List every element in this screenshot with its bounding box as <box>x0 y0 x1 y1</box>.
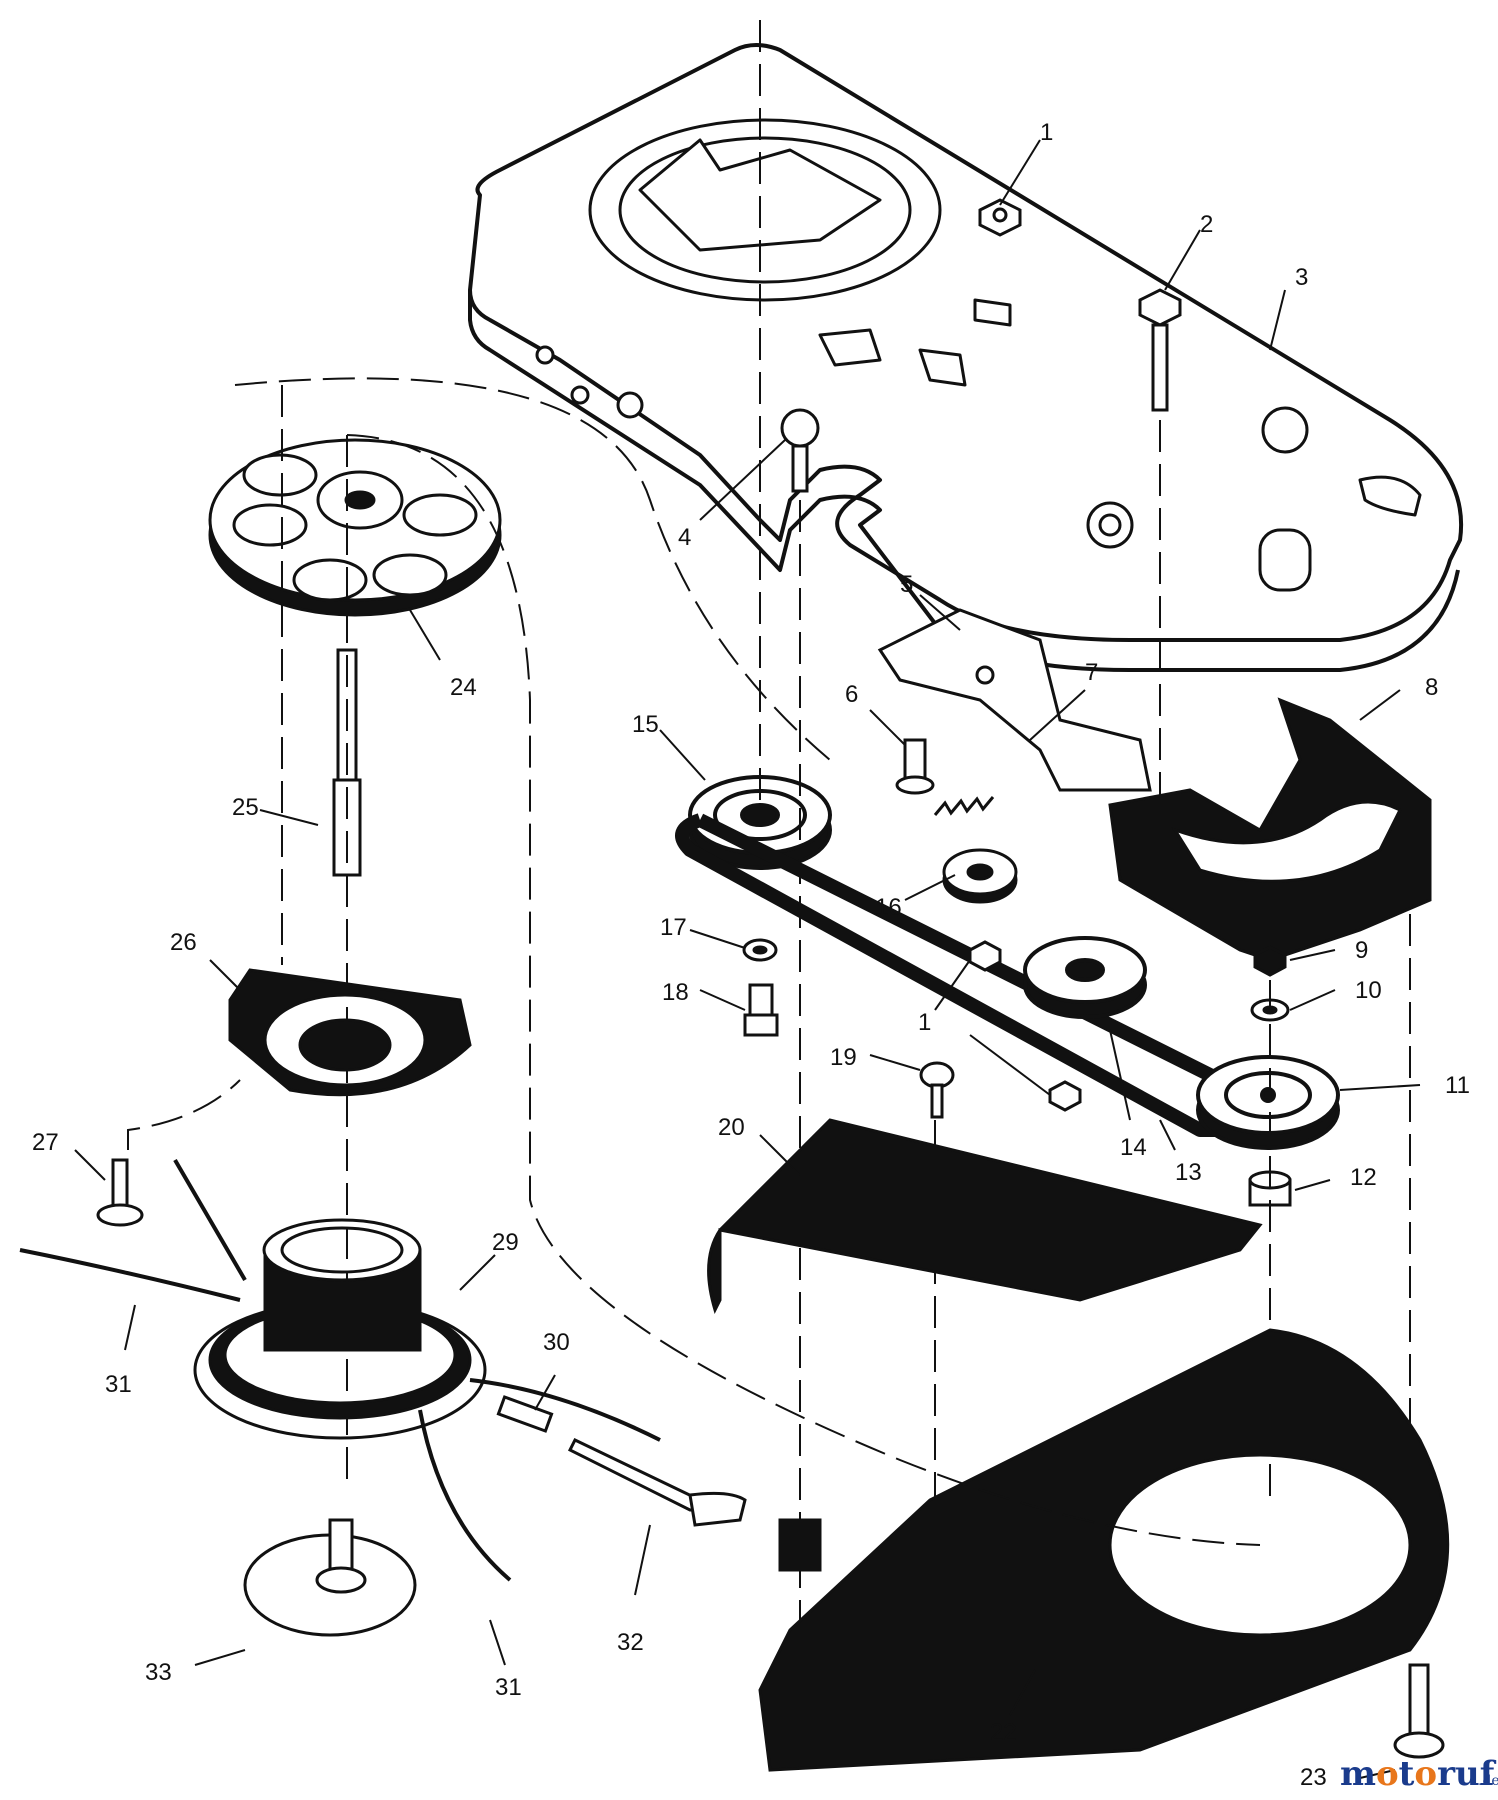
alignment-lines <box>127 20 1411 1660</box>
label-part-14: 14 <box>1120 1134 1147 1161</box>
cover-22 <box>758 1328 1450 1772</box>
label-part-5: 5 <box>900 571 913 598</box>
pulley-14 <box>1023 936 1147 1019</box>
label-part-31-bottom: 31 <box>495 1674 522 1701</box>
label-part-33: 33 <box>145 1659 172 1686</box>
shaft-25 <box>332 648 362 877</box>
hex-nut-1-top <box>978 198 1022 237</box>
label-part-32: 32 <box>617 1629 644 1656</box>
label-part-25: 25 <box>232 794 259 821</box>
housing-8 <box>1108 697 1432 962</box>
spring-30 <box>496 1395 554 1433</box>
motoruf-watermark-logo: motoruf .de <box>1340 1754 1498 1794</box>
label-part-11: 11 <box>1445 1072 1470 1099</box>
rod-32 <box>567 1438 747 1527</box>
label-part-30: 30 <box>543 1329 570 1356</box>
label-part-24: 24 <box>450 674 477 701</box>
svg-text:motoruf: motoruf <box>1340 1754 1497 1794</box>
nut-9 <box>1253 945 1287 977</box>
trimmer-lines-31 <box>19 1158 661 1582</box>
label-part-8: 8 <box>1425 674 1438 701</box>
label-part-19: 19 <box>830 1044 857 1071</box>
label-part-3: 3 <box>1295 264 1308 291</box>
label-part-20: 20 <box>718 1114 745 1141</box>
label-part-17: 17 <box>660 914 687 941</box>
leader-lines <box>74 139 1421 1779</box>
label-part-22: 22 <box>990 1719 1017 1746</box>
nut-1-mid <box>968 940 1002 972</box>
label-part-15: 15 <box>632 711 659 738</box>
label-part-9: 9 <box>1355 937 1368 964</box>
bolt-6 <box>895 738 935 795</box>
screw-4 <box>780 408 820 493</box>
label-part-16: 16 <box>875 894 902 921</box>
shield-20 <box>707 1118 1263 1315</box>
label-part-1-mid: 1 <box>918 1009 931 1036</box>
svg-text:.de: .de <box>1478 1773 1498 1789</box>
screw-27 <box>96 1158 144 1227</box>
label-part-18: 18 <box>662 979 689 1006</box>
label-part-7: 7 <box>1085 659 1098 686</box>
bolt-18 <box>743 983 779 1037</box>
washer-17 <box>742 938 778 962</box>
trimmer-head-29 <box>193 1218 487 1440</box>
idler-bracket-5 <box>877 608 1152 792</box>
pulley-15 <box>688 775 832 870</box>
label-part-1-top: 1 <box>1040 119 1053 146</box>
pulley-11 <box>1196 1055 1340 1150</box>
part-labels: 1 2 3 4 5 6 7 8 9 10 11 12 13 14 15 16 1… <box>32 119 1470 1791</box>
screw-19 <box>919 1061 955 1119</box>
label-part-23: 23 <box>1300 1764 1327 1791</box>
label-part-12: 12 <box>1350 1164 1377 1191</box>
label-part-4: 4 <box>678 524 691 551</box>
label-part-10: 10 <box>1355 977 1382 1004</box>
label-part-13: 13 <box>1175 1159 1202 1186</box>
label-part-31-left: 31 <box>105 1371 132 1398</box>
spring-7 <box>933 796 995 816</box>
label-part-26: 26 <box>170 929 197 956</box>
screw-23 <box>1393 1663 1445 1759</box>
bearing-housing-26 <box>228 968 472 1097</box>
idler-pulley-16 <box>942 848 1018 904</box>
label-part-29: 29 <box>492 1229 519 1256</box>
label-part-6: 6 <box>845 681 858 708</box>
nut-1-lower <box>1048 1080 1082 1112</box>
label-part-27: 27 <box>32 1129 59 1156</box>
bolt-2 <box>1138 288 1182 412</box>
deck-plate <box>468 43 1464 672</box>
hub-24 <box>208 438 502 617</box>
cap-33 <box>243 1518 417 1637</box>
label-part-2: 2 <box>1200 211 1213 238</box>
